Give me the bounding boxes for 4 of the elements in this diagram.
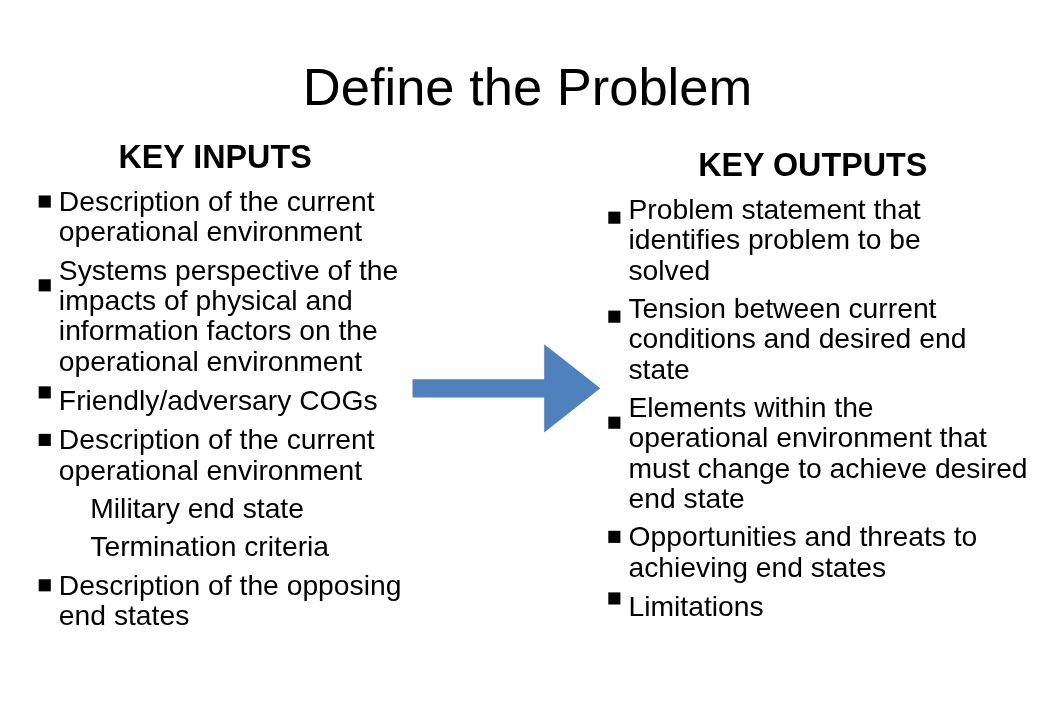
node-text: KEY INPUTS Description of the current operational environment Systems perspective of the impacts of physical and information factors on the operational environment Friendly/adversary COGs Description of the current operational environment Military end state Termination criteria Description of the opposing end states [58,138,402,632]
node-text: KEY OUTPUTS Problem statement that identifies problem to be solved Tension between current conditions and desired end state Elements within the operational environment that must change to achieve desired end state Opportunities and threats to achieving end states Limitations [628,146,1028,623]
arrow [412,344,601,433]
diagram-title: Define the Problem [302,57,753,117]
